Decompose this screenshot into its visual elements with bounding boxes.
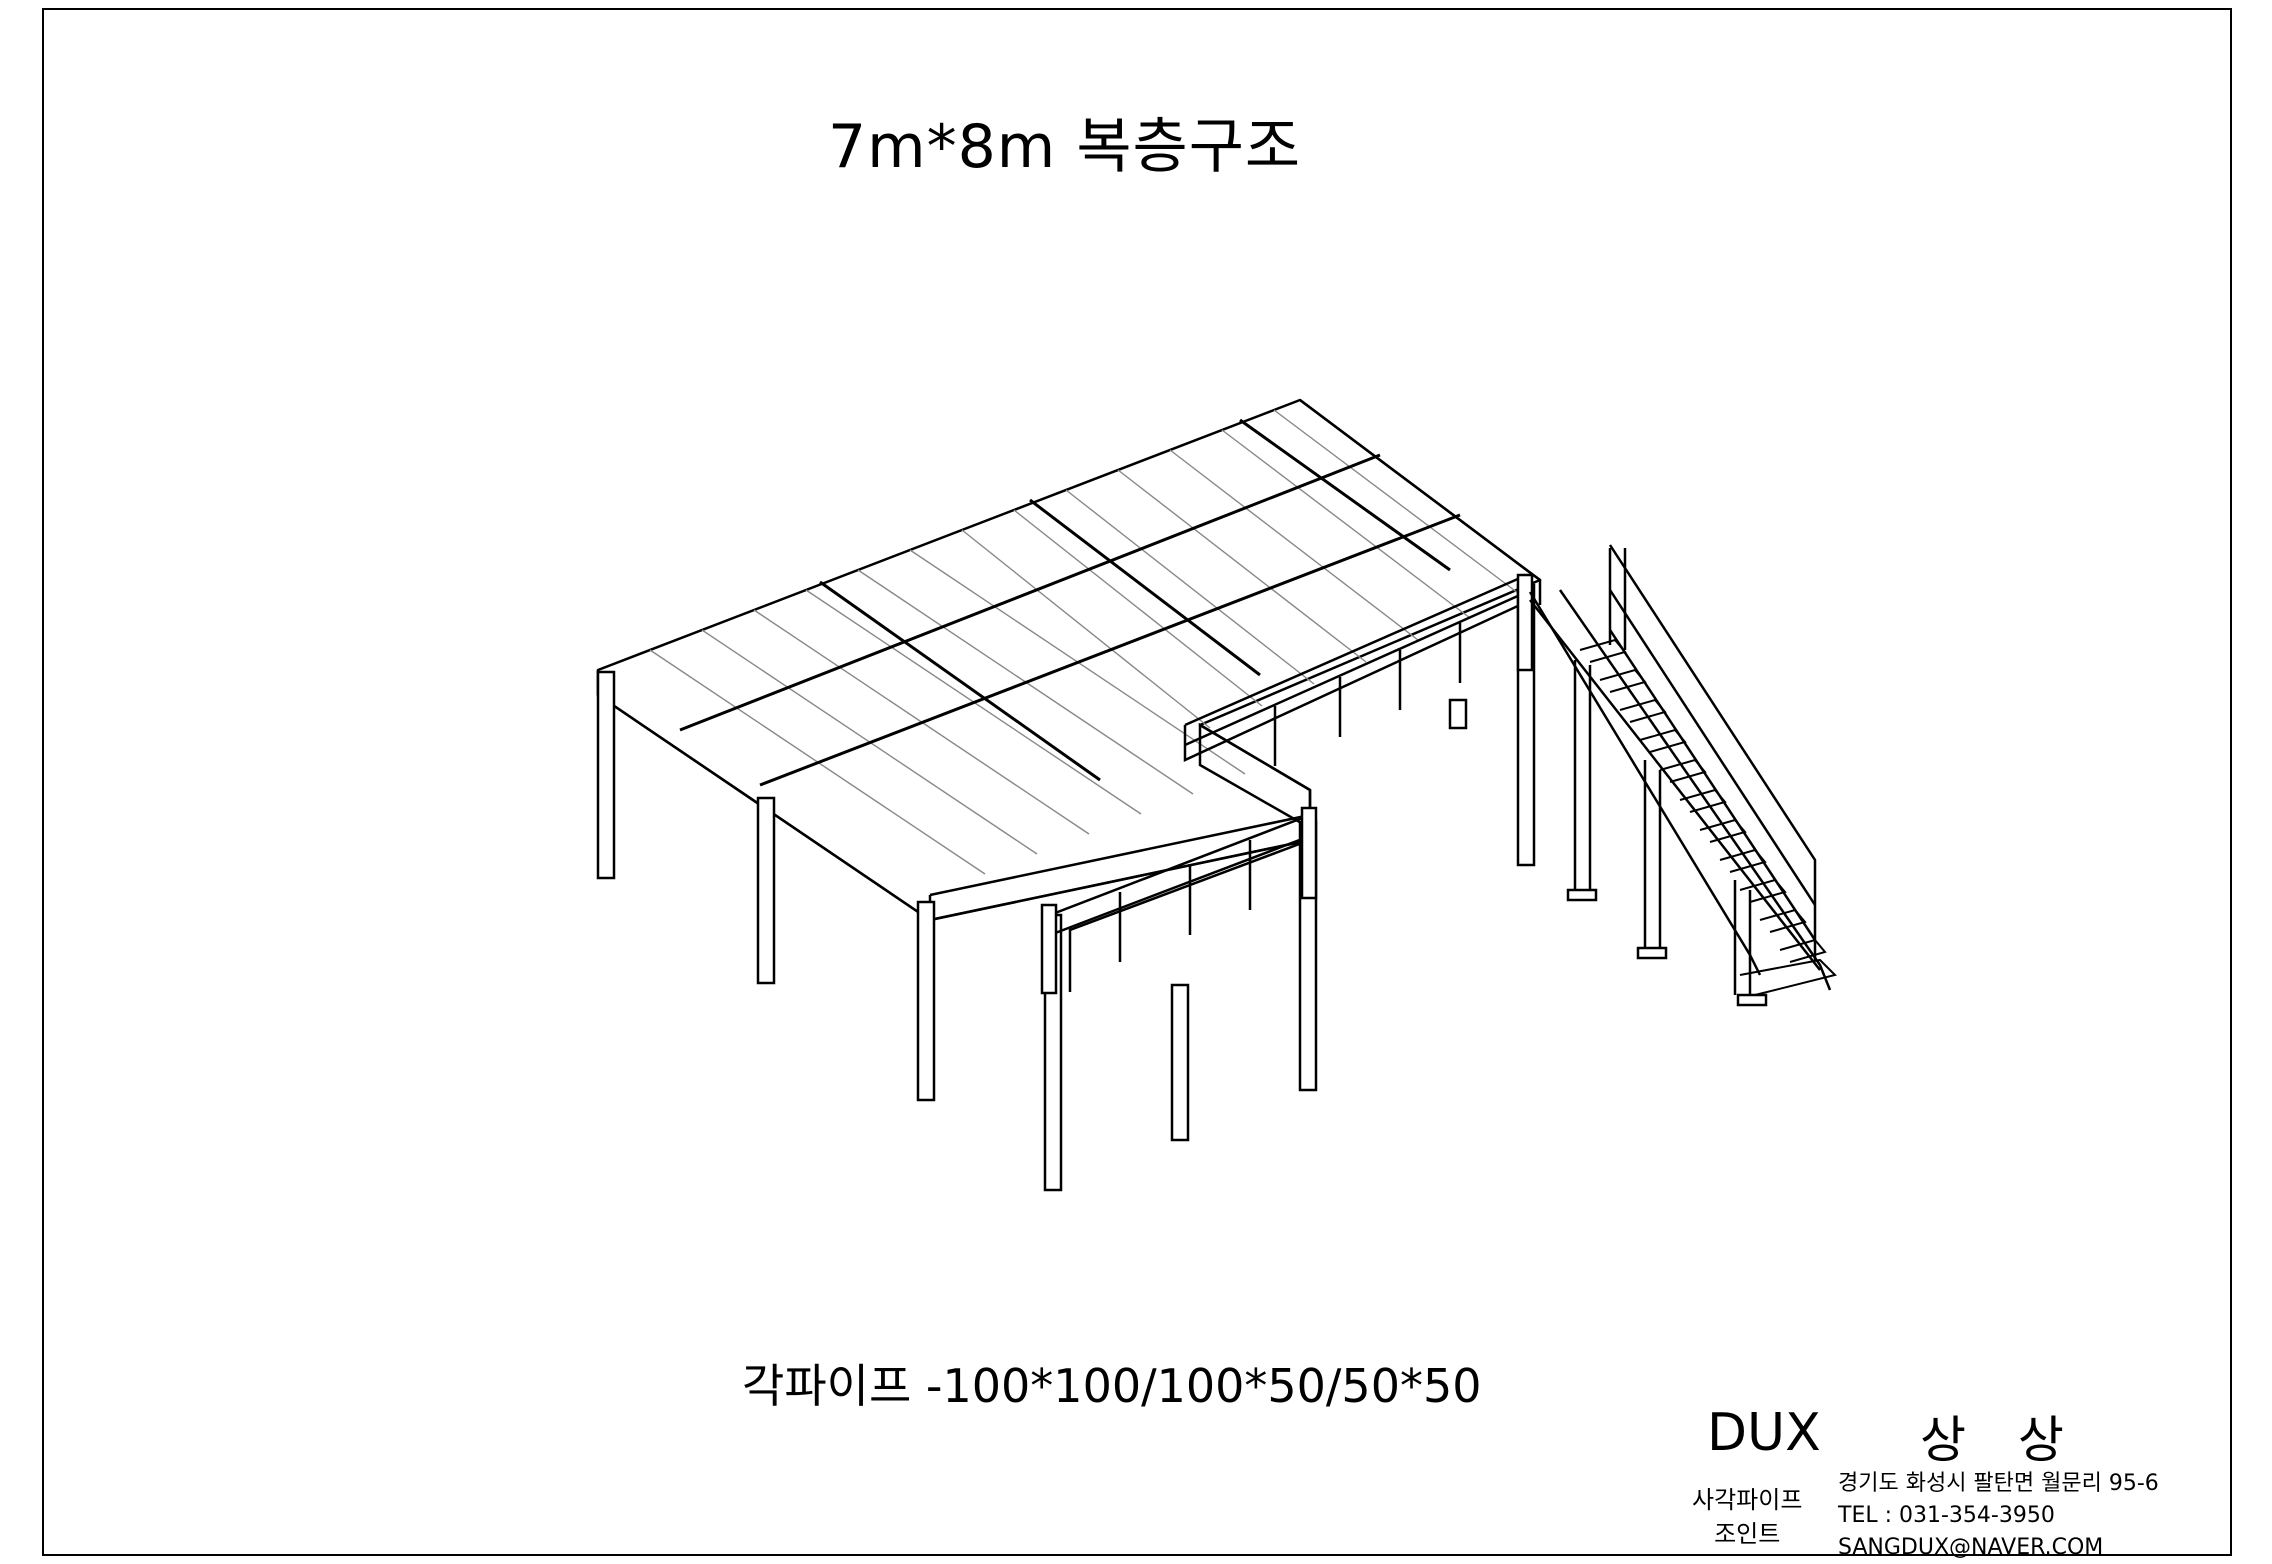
pipe-spec-note: 각파이프 -100*100/100*50/50*50: [742, 1359, 1482, 1413]
deck-back-edge: [1299, 399, 1542, 605]
stair: [1528, 544, 1837, 1007]
contact-block: 경기도 화성시 팔탄면 월문리 95-6 TEL : 031-354-3950 …: [1838, 1468, 2159, 1564]
column: [916, 900, 936, 1102]
stair-handrail: [1608, 544, 1817, 960]
column: [596, 670, 616, 880]
support-columns: [596, 583, 1536, 1192]
guard-railing: [1040, 573, 1534, 995]
railing-post: [1300, 806, 1318, 900]
brand-name: DUX: [1707, 1403, 1821, 1463]
column: [756, 796, 776, 985]
deck-beam-lines: [679, 418, 1461, 787]
product-line-2: 조인트: [1714, 1520, 1781, 1548]
company-name: 상 상: [1920, 1411, 2082, 1469]
email-text: SANGDUX@NAVER.COM: [1838, 1535, 2104, 1560]
column: [1448, 698, 1468, 730]
product-label: 사각파이프 조인트: [1692, 1483, 1802, 1551]
stair-handrail: [1529, 599, 1821, 971]
drawing-title: 7m*8m 복층구조: [828, 112, 1302, 182]
railing-post: [1040, 903, 1058, 995]
column: [1170, 983, 1190, 1142]
stair-base-plate: [1736, 993, 1768, 1007]
stair-treads: [1579, 638, 1837, 996]
drawing-frame: [42, 8, 2232, 1556]
railing-post: [1516, 573, 1534, 672]
product-line-1: 사각파이프: [1692, 1486, 1803, 1514]
address-text: 경기도 화성시 팔탄면 월문리 95-6: [1838, 1471, 2159, 1496]
stair-base-plate: [1566, 888, 1598, 902]
tel-text: TEL : 031-354-3950: [1838, 1503, 2055, 1528]
stair-base-plate: [1636, 946, 1668, 960]
stair-stringer: [1558, 589, 1832, 991]
